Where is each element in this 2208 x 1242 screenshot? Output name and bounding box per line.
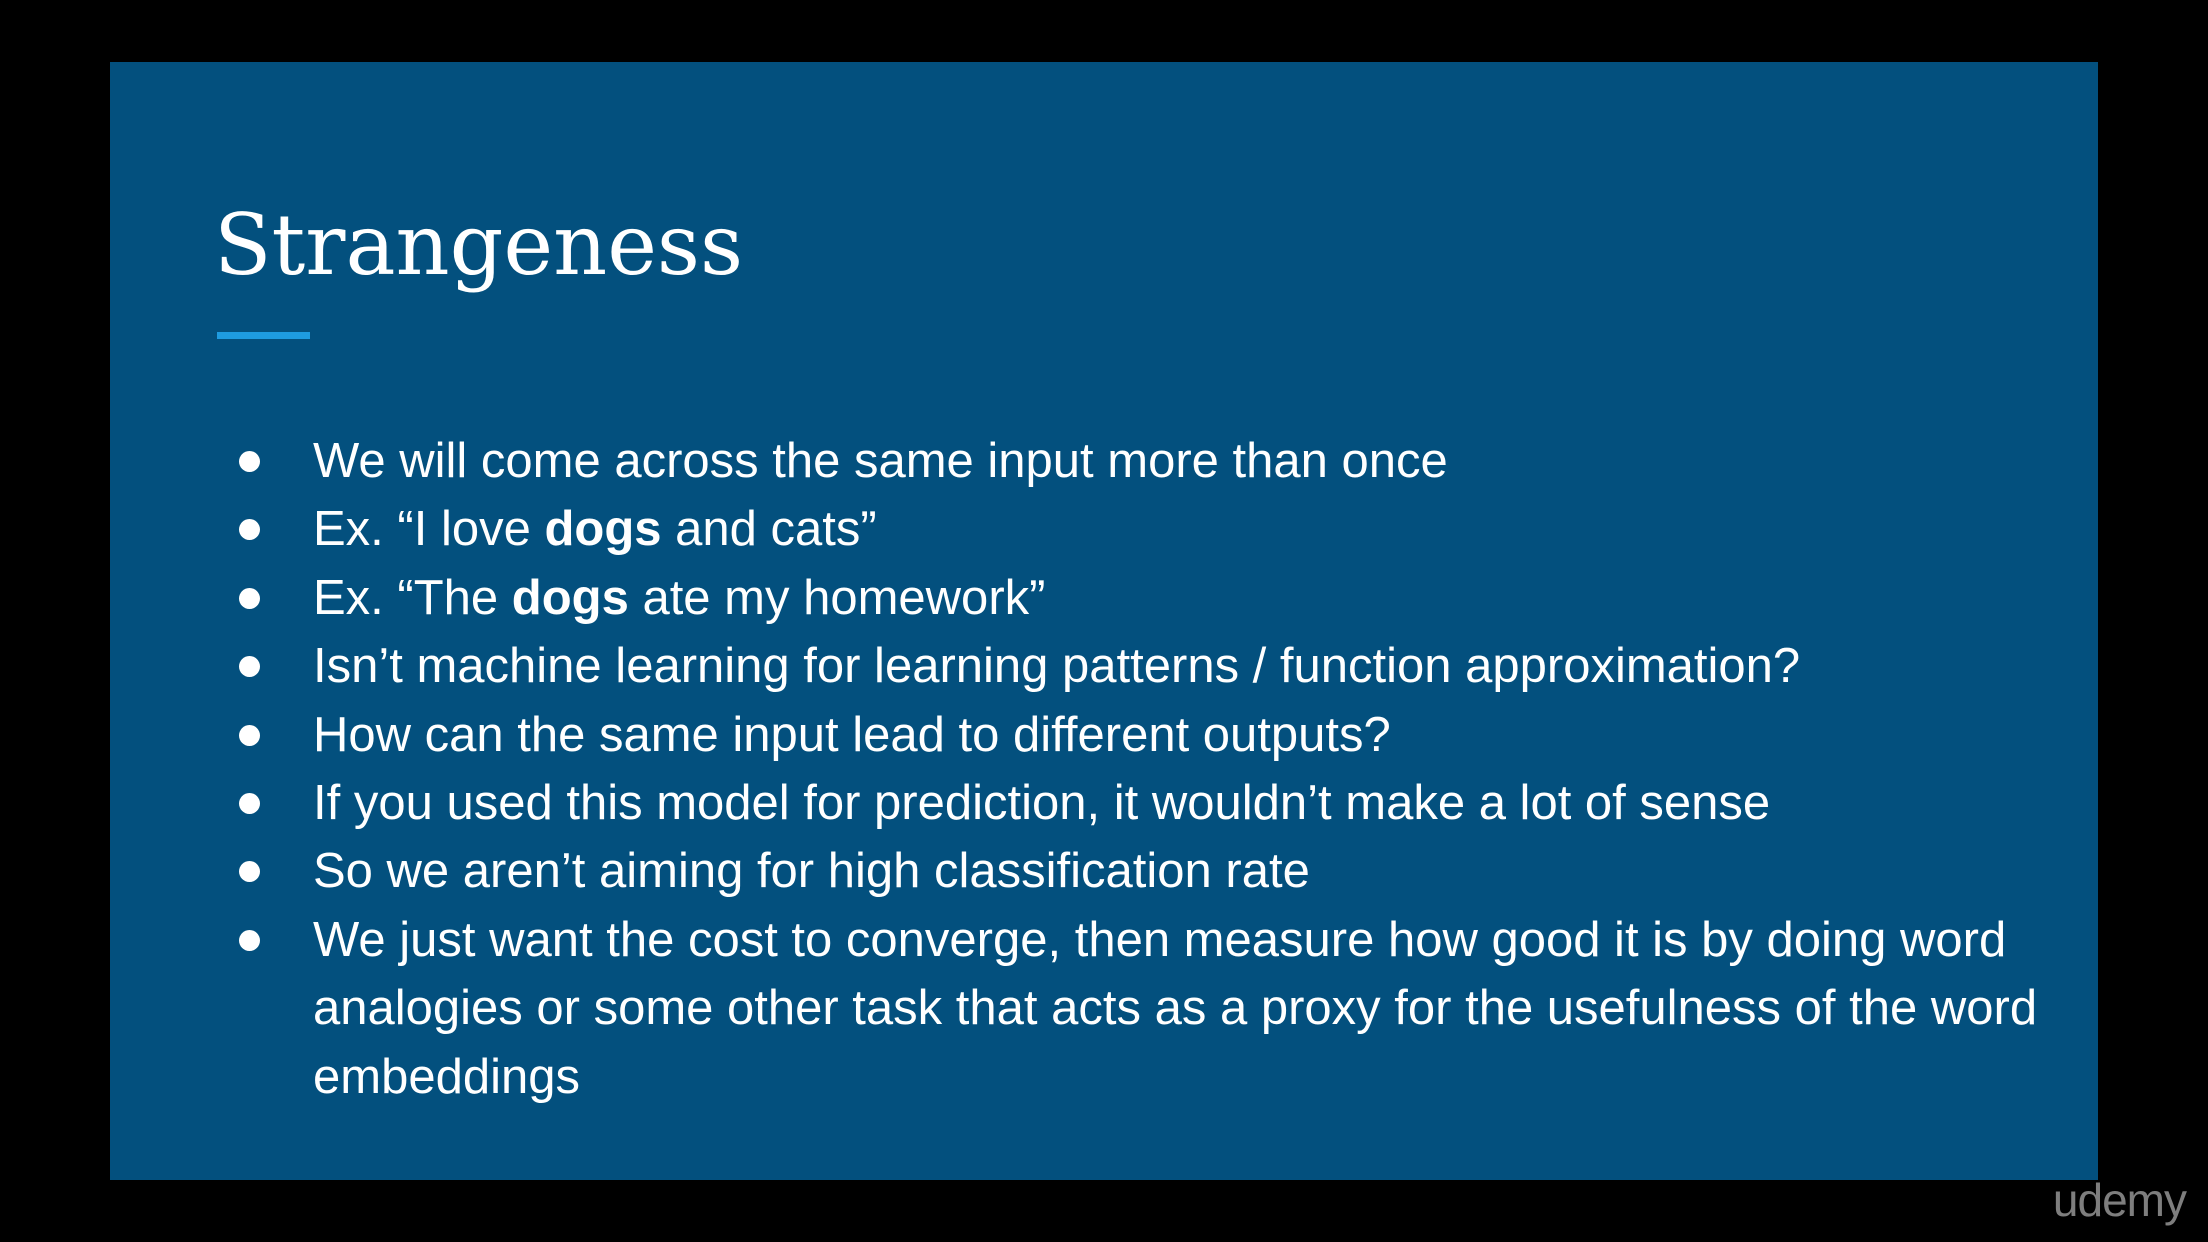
bullet-item: Ex. “The dogs ate my homework”	[214, 564, 2094, 632]
bullet-dot-icon	[239, 587, 260, 609]
bullet-text-post: and cats”	[661, 502, 877, 557]
bullet-dot-icon	[239, 656, 260, 678]
bullet-list: We will come across the same input more …	[214, 427, 2094, 1111]
slide-title: Strangeness	[214, 196, 744, 294]
bullet-item: We just want the cost to converge, then …	[214, 906, 2094, 1111]
bullet-text-post: ate my homework”	[628, 570, 1046, 625]
bullet-dot-icon	[239, 929, 260, 951]
bullet-text: How can the same input lead to different…	[313, 707, 1391, 762]
bullet-text-pre: Ex. “The	[313, 570, 512, 625]
bullet-text: If you used this model for prediction, i…	[313, 776, 1771, 831]
bullet-text: So we aren’t aiming for high classificat…	[313, 844, 1310, 899]
bullet-text-pre: Ex. “I love	[313, 502, 545, 557]
bullet-dot-icon	[239, 724, 260, 746]
bullet-dot-icon	[239, 793, 260, 815]
bullet-text-bold: dogs	[511, 570, 629, 625]
bullet-item: So we aren’t aiming for high classificat…	[214, 837, 2094, 905]
title-underline	[217, 332, 310, 339]
bullet-dot-icon	[239, 519, 260, 541]
bullet-item: If you used this model for prediction, i…	[214, 769, 2094, 837]
bullet-text: We just want the cost to converge, then …	[313, 912, 2038, 1104]
bullet-dot-icon	[239, 861, 260, 883]
bullet-text: We will come across the same input more …	[313, 434, 1448, 488]
bullet-text-bold: dogs	[544, 502, 662, 557]
bullet-text: Isn’t machine learning for learning patt…	[313, 639, 1801, 694]
bullet-item: We will come across the same input more …	[214, 427, 2094, 495]
bullet-item: Isn’t machine learning for learning patt…	[214, 632, 2094, 700]
bullet-item: How can the same input lead to different…	[214, 701, 2094, 769]
slide: Strangeness We will come across the same…	[110, 62, 2098, 1180]
bullet-item: Ex. “I love dogs and cats”	[214, 495, 2094, 563]
bullet-dot-icon	[239, 451, 260, 472]
udemy-logo: udemy	[2052, 1174, 2187, 1226]
